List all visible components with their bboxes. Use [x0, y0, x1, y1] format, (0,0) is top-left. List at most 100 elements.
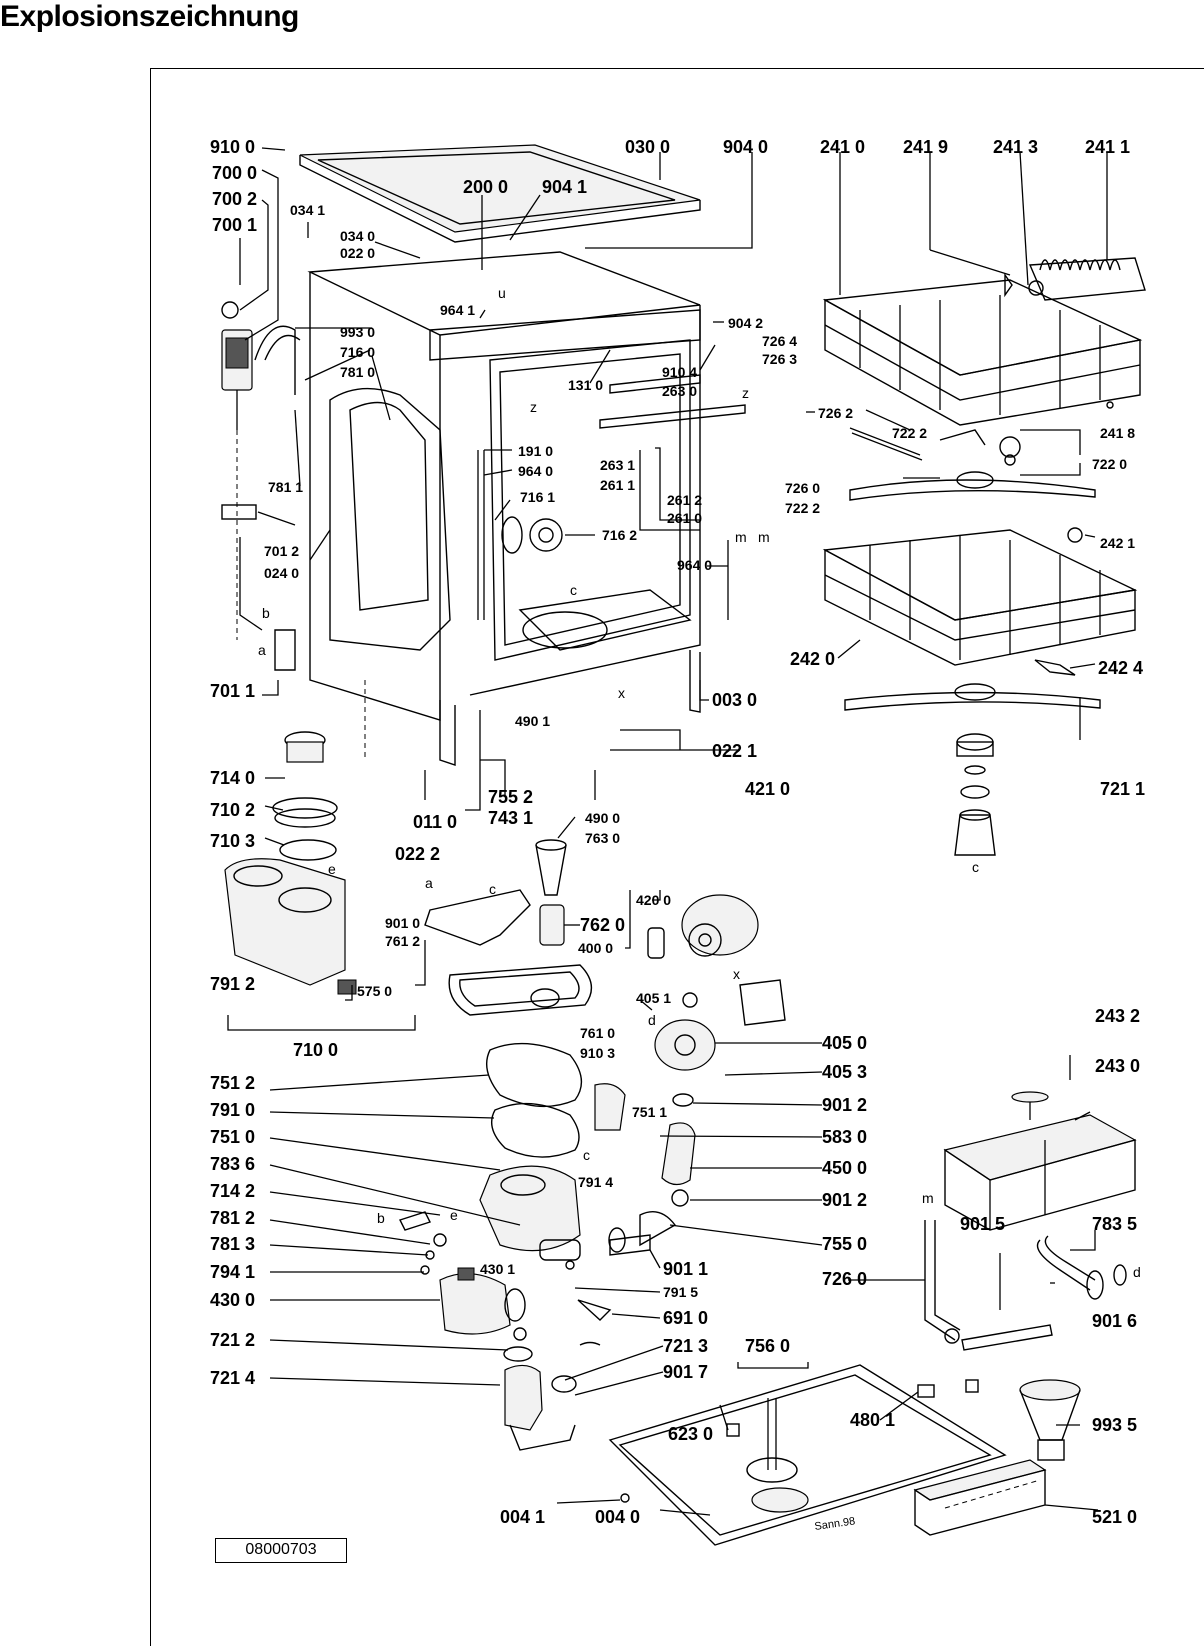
part-label: 191 0: [518, 443, 553, 459]
part-label: 783 5: [1092, 1214, 1137, 1234]
part-label: 762 0: [580, 915, 625, 935]
part-label: 763 0: [585, 830, 620, 846]
part-label: 791 4: [578, 1174, 613, 1190]
detergent-dispenser: [943, 1091, 1137, 1231]
part-label: 701 1: [210, 681, 255, 701]
ref-letter: x: [733, 966, 740, 982]
part-label: 964 1: [440, 302, 475, 318]
ref-letter: a: [258, 642, 266, 658]
part-label: 904 0: [723, 137, 768, 157]
part-label: 242 0: [790, 649, 835, 669]
part-label: 910 4: [662, 364, 697, 380]
part-label: 791 0: [210, 1100, 255, 1120]
part-label: 242 1: [1100, 535, 1135, 551]
part-label: 751 1: [632, 1104, 667, 1120]
ref-letter: c: [972, 859, 979, 875]
part-label: 901 6: [1092, 1311, 1137, 1331]
ref-letter: c: [583, 1147, 590, 1163]
part-label: 791 5: [663, 1284, 698, 1300]
base-plate: [608, 1364, 1007, 1546]
part-label: 243 0: [1095, 1056, 1140, 1076]
callout-leaders: [227, 147, 1108, 1516]
part-label: 575 0: [357, 983, 392, 999]
circulation-pump: [647, 894, 786, 1207]
part-label: 714 2: [210, 1181, 255, 1201]
part-label: 910 3: [580, 1045, 615, 1061]
part-label: 430 0: [210, 1290, 255, 1310]
ref-letter: b: [262, 605, 270, 621]
part-label: 710 2: [210, 800, 255, 820]
reference-letters: u z z m m c x b a c e a c x d c b e d m: [258, 285, 1141, 1280]
part-label: 710 3: [210, 831, 255, 851]
part-label: 904 1: [542, 177, 587, 197]
ref-letter: m: [758, 529, 770, 545]
ref-letter: x: [618, 685, 625, 701]
part-label: 901 0: [385, 915, 420, 931]
lower-spray-arm: [844, 683, 1101, 856]
part-label: 623 0: [668, 1424, 713, 1444]
part-label: 241 0: [820, 137, 865, 157]
ref-letter: b: [377, 1210, 385, 1226]
water-softener: [224, 731, 357, 995]
part-label: 405 1: [636, 990, 671, 1006]
part-label: 261 1: [600, 477, 635, 493]
part-label: 030 0: [625, 137, 670, 157]
part-label: 964 0: [518, 463, 553, 479]
ref-letter: a: [425, 875, 433, 891]
part-label: 405 0: [822, 1033, 867, 1053]
ref-letter: e: [328, 861, 336, 877]
part-label: 904 2: [728, 315, 763, 331]
part-label: 400 0: [578, 940, 613, 956]
part-label: 004 0: [595, 1507, 640, 1527]
part-label: 583 0: [822, 1127, 867, 1147]
part-label: 131 0: [568, 377, 603, 393]
part-label: 761 2: [385, 933, 420, 949]
part-label: 024 0: [264, 565, 299, 581]
part-label: 721 1: [1100, 779, 1145, 799]
part-label: 726 4: [762, 333, 797, 349]
part-label: 783 6: [210, 1154, 255, 1174]
part-label: 241 1: [1085, 137, 1130, 157]
document-number-box: 08000703: [215, 1538, 347, 1563]
ref-letter: z: [742, 385, 749, 401]
part-label: 521 0: [1092, 1507, 1137, 1527]
ref-letter: d: [1133, 1264, 1141, 1280]
page-title: Explosionszeichnung: [0, 0, 299, 33]
part-label: 490 0: [585, 810, 620, 826]
part-label: 022 1: [712, 741, 757, 761]
part-label: 405 3: [822, 1062, 867, 1082]
part-label: 261 0: [667, 510, 702, 526]
upper-basket: [822, 257, 1146, 426]
ref-letter: d: [648, 1012, 656, 1028]
part-label: 755 2: [488, 787, 533, 807]
funnel: [1019, 1379, 1081, 1461]
part-label: 004 1: [500, 1507, 545, 1527]
part-label: 993 5: [1092, 1415, 1137, 1435]
part-label: 755 0: [822, 1234, 867, 1254]
part-label: 242 4: [1098, 658, 1143, 678]
part-label: 901 2: [822, 1190, 867, 1210]
part-label: 721 3: [663, 1336, 708, 1356]
part-label: 716 1: [520, 489, 555, 505]
part-label: 964 0: [677, 557, 712, 573]
cabinet-body: [307, 251, 746, 766]
part-label: 993 0: [340, 324, 375, 340]
part-label: 781 2: [210, 1208, 255, 1228]
part-label: 910 0: [210, 137, 255, 157]
drain-pump: [399, 1211, 577, 1451]
part-label: 243 2: [1095, 1006, 1140, 1026]
part-label: 751 2: [210, 1073, 255, 1093]
worktop-cover: [299, 144, 701, 243]
part-label: 241 8: [1100, 425, 1135, 441]
aquastop-valve: [221, 301, 301, 671]
part-label: 421 0: [745, 779, 790, 799]
part-label: 781 3: [210, 1234, 255, 1254]
part-label: 726 0: [822, 1269, 867, 1289]
part-label: 714 0: [210, 768, 255, 788]
lower-basket: [822, 527, 1138, 676]
part-label: 200 0: [463, 177, 508, 197]
part-label: 901 2: [822, 1095, 867, 1115]
part-label: 716 0: [340, 344, 375, 360]
part-label: 901 5: [960, 1214, 1005, 1234]
ref-letter: u: [498, 285, 506, 301]
